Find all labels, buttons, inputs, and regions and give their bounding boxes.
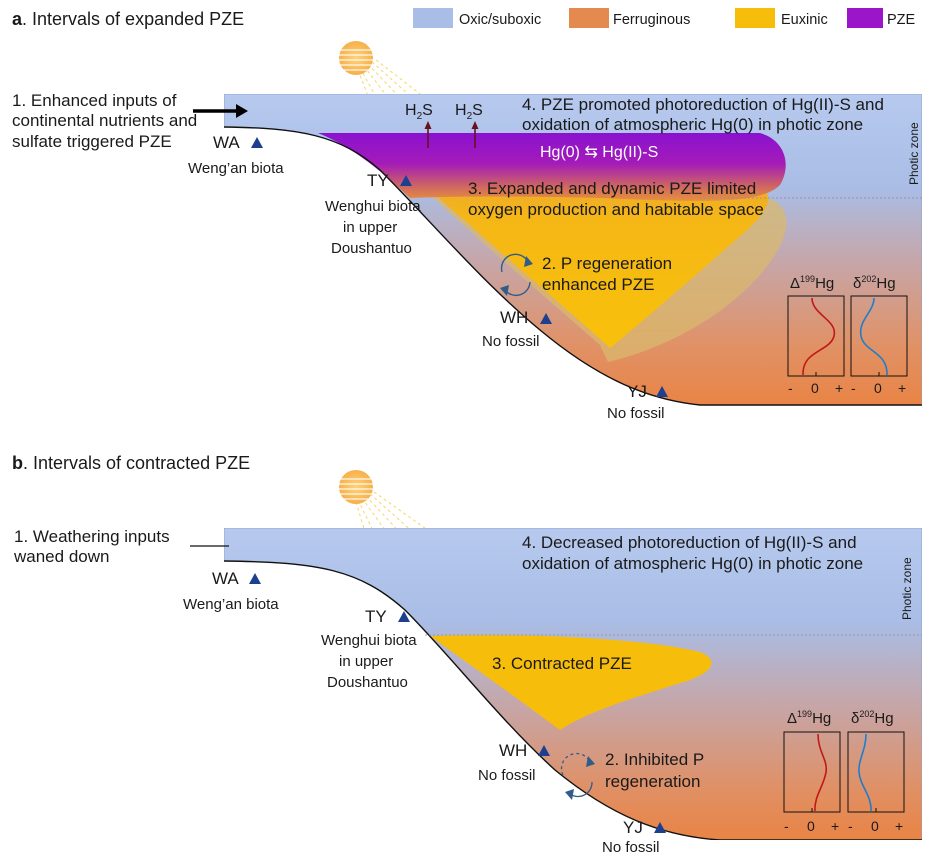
site-ty-desc-b-line1: Wenghui biota: [321, 632, 417, 649]
site-ty-marker-b: [398, 611, 410, 622]
panel-b: b. Intervals of contracted PZE: [12, 453, 922, 856]
site-wa-marker-b: [249, 573, 261, 584]
site-wh-label-a: WH: [500, 308, 528, 327]
note2-a-line1: 2. P regeneration: [542, 254, 672, 273]
site-yj-desc-a: No fossil: [607, 405, 665, 422]
site-wa-desc-b: Weng’an biota: [183, 596, 279, 613]
note3-b: 3. Contracted PZE: [492, 654, 632, 673]
note2-b-line2: regeneration: [605, 772, 700, 791]
hg-inset-b: Δ199Hg δ202Hg - 0 + - 0 +: [783, 709, 905, 834]
note2-b-line1: 2. Inhibited P: [605, 750, 704, 769]
legend-swatch-pze: [847, 8, 883, 28]
legend-swatch-ferruginous: [569, 8, 609, 28]
seafloor-a: [224, 126, 922, 406]
pze-layer-a: [318, 133, 786, 201]
d199-tick-zero-a: 0: [811, 380, 819, 396]
legend-label-ferruginous: Ferruginous: [613, 12, 690, 28]
legend-label-oxic: Oxic/suboxic: [459, 12, 541, 28]
photic-zone-label-a: Photic zone: [907, 122, 921, 185]
d199-tick-plus-a: +: [835, 380, 843, 396]
input-note-a-line3: sulfate triggered PZE: [12, 132, 172, 151]
site-ty-desc-a-line3: Doushantuo: [331, 240, 412, 257]
site-wh-marker-b: [538, 745, 550, 756]
legend-swatch-euxinic: [735, 8, 775, 28]
site-ty-label-b: TY: [365, 607, 387, 626]
d202-tick-plus-b: +: [895, 818, 903, 834]
photic-zone-label-b: Photic zone: [900, 557, 914, 620]
site-wa-desc-a: Weng’an biota: [188, 160, 284, 177]
inhibited-cycle-icon: [560, 752, 595, 800]
site-ty-desc-b-line3: Doushantuo: [327, 674, 408, 691]
d199-header-b: Δ199Hg: [787, 709, 831, 727]
d199-curve-b: [814, 733, 828, 812]
d202-tick-zero-b: 0: [871, 818, 879, 834]
site-ty-label-a: TY: [367, 171, 389, 190]
d202-tick-zero-a: 0: [874, 380, 882, 396]
p-regeneration-cycle-icon: [500, 253, 533, 297]
site-wa-label-b: WA: [212, 569, 239, 588]
note4-b-line1: 4. Decreased photoreduction of Hg(II)-S …: [522, 533, 857, 552]
site-ty-desc-a-line2: in upper: [343, 219, 397, 236]
hg-inset-a: Δ199Hg δ202Hg - 0 + - 0 +: [787, 274, 908, 396]
site-yj-marker-a: [656, 386, 668, 397]
d202-header-b: δ202Hg: [851, 709, 894, 727]
site-yj-label-a: YJ: [627, 382, 647, 401]
legend: Oxic/suboxic Ferruginous Euxinic PZE: [413, 8, 916, 28]
input-note-b-line1: 1. Weathering inputs: [14, 527, 170, 546]
site-wa-marker-a: [251, 137, 263, 148]
d202-header-a: δ202Hg: [853, 274, 896, 292]
site-yj-label-b: YJ: [623, 818, 643, 837]
note4-b-line2: oxidation of atmospheric Hg(0) in photic…: [522, 554, 863, 573]
site-yj-marker-b: [654, 822, 666, 833]
panel-b-title: b. Intervals of contracted PZE: [12, 453, 250, 473]
site-wh-desc-a: No fossil: [482, 333, 540, 350]
site-ty-desc-a-line1: Wenghui biota: [325, 198, 421, 215]
input-note-a-line2: continental nutrients and: [12, 111, 197, 130]
d199-header-a: Δ199Hg: [790, 274, 834, 292]
note3-a-line2: oxygen production and habitable space: [468, 200, 764, 219]
legend-label-euxinic: Euxinic: [781, 12, 828, 28]
h2s-arrow-2: [471, 121, 479, 148]
d199-tick-minus-a: -: [788, 380, 793, 396]
seafloor-b: [224, 560, 922, 840]
d202-tick-minus-a: -: [851, 380, 856, 396]
d202-tick-minus-b: -: [848, 818, 853, 834]
h2s-label-1: H2S: [405, 102, 433, 122]
d199-tick-zero-b: 0: [807, 818, 815, 834]
input-arrow-icon: [193, 104, 248, 118]
d202-tick-plus-a: +: [898, 380, 906, 396]
d199-tick-plus-b: +: [831, 818, 839, 834]
d202-curve-b: [858, 733, 872, 812]
note4-a-line2: oxidation of atmospheric Hg(0) in photic…: [522, 115, 863, 134]
note4-a-line1: 4. PZE promoted photoreduction of Hg(II)…: [522, 95, 884, 114]
site-wh-desc-b: No fossil: [478, 767, 536, 784]
site-yj-desc-b: No fossil: [602, 839, 660, 856]
input-note-a-line1: 1. Enhanced inputs of: [12, 91, 177, 110]
site-ty-marker-a: [400, 175, 412, 186]
hg-equilibrium-label: Hg(0) ⇆ Hg(II)-S: [540, 144, 658, 161]
legend-swatch-oxic: [413, 8, 453, 28]
site-ty-desc-b-line2: in upper: [339, 653, 393, 670]
note3-a-line1: 3. Expanded and dynamic PZE limited: [468, 179, 756, 198]
d199-curve-a: [802, 297, 836, 376]
site-wh-marker-a: [540, 313, 552, 324]
site-wa-label-a: WA: [213, 133, 240, 152]
note2-a-line2: enhanced PZE: [542, 275, 654, 294]
d202-curve-a: [859, 297, 888, 376]
panel-a: a. Intervals of expanded PZE: [12, 9, 922, 422]
euxinic-wedge-a: [400, 163, 769, 348]
legend-label-pze: PZE: [887, 12, 916, 28]
contracted-pze-b: [430, 634, 712, 730]
panel-a-title: a. Intervals of expanded PZE: [12, 9, 244, 29]
site-wh-label-b: WH: [499, 741, 527, 760]
h2s-arrow-1: [424, 121, 432, 148]
d199-tick-minus-b: -: [784, 818, 789, 834]
h2s-label-2: H2S: [455, 102, 483, 122]
input-note-b-line2: waned down: [13, 547, 109, 566]
